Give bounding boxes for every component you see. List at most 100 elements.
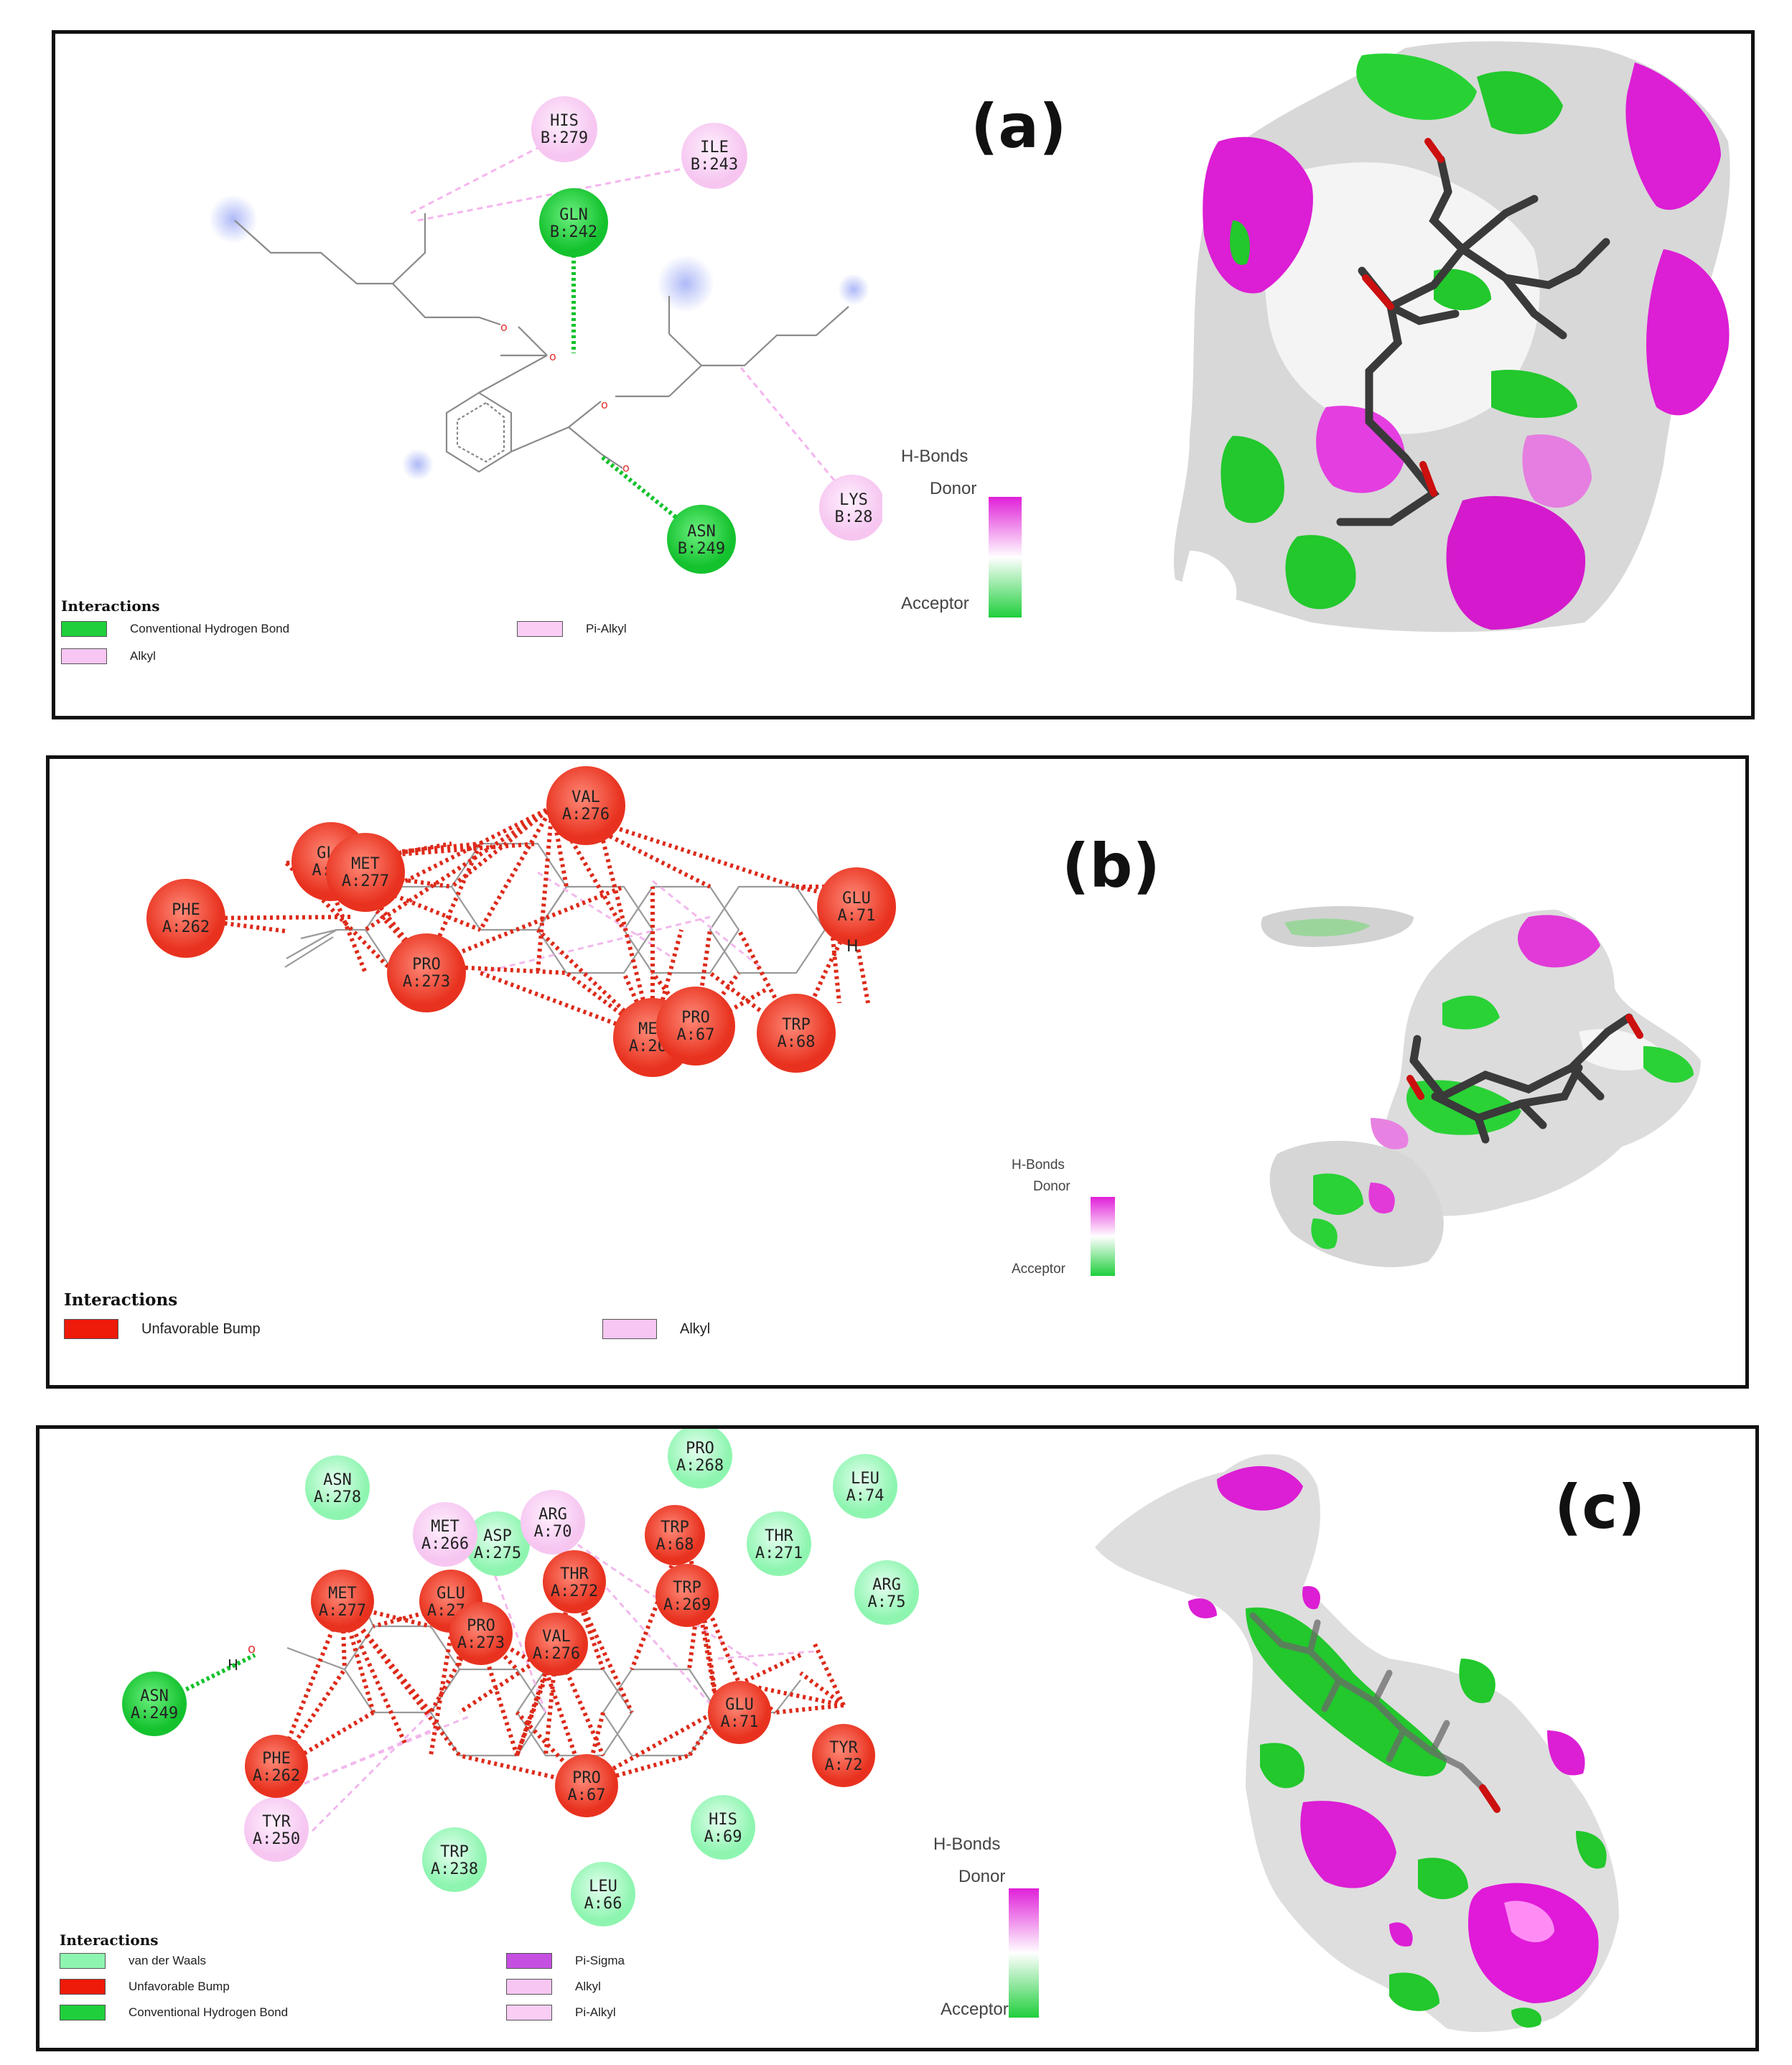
hbond-interactions-a — [571, 255, 692, 531]
svg-text:A:68: A:68 — [778, 1033, 816, 1051]
svg-text:A:75: A:75 — [868, 1593, 906, 1611]
hbond-bar-title: H-Bonds — [933, 1835, 1001, 1854]
svg-text:THR: THR — [560, 1565, 589, 1583]
svg-text:PRO: PRO — [572, 1769, 601, 1787]
svg-text:A:262: A:262 — [162, 918, 210, 936]
alkyl-interactions-a — [410, 134, 846, 494]
svg-text:ASP: ASP — [483, 1527, 512, 1545]
residue-phe-a262-b: PHE A:262 — [146, 879, 225, 958]
svg-text:VAL: VAL — [542, 1628, 571, 1646]
svg-text:TRP: TRP — [440, 1843, 469, 1861]
ligand-skeleton-a — [234, 213, 849, 473]
svg-text:B:28: B:28 — [835, 508, 873, 526]
hbond-bar-title: H-Bonds — [901, 447, 969, 466]
atom-halo — [838, 274, 869, 305]
residue-val-a276-b: VAL A:276 — [546, 766, 625, 845]
svg-text:GLU: GLU — [725, 1696, 754, 1714]
svg-text:A:276: A:276 — [562, 806, 610, 824]
legend-swatch — [60, 2005, 106, 2020]
svg-text:A:69: A:69 — [704, 1828, 742, 1846]
hydrogen-label: H — [846, 938, 859, 956]
atom-halo — [402, 449, 434, 480]
legend-item-pi-alkyl: Pi-Alkyl — [506, 2005, 616, 2020]
legend-swatch — [60, 1979, 106, 1995]
hbond-color-bar — [989, 497, 1022, 617]
hbond-bar-acceptor: Acceptor — [901, 594, 969, 613]
binding-surface-a — [1173, 41, 1730, 633]
svg-text:A:276: A:276 — [533, 1645, 580, 1663]
legend-item-pi-alkyl: Pi-Alkyl — [517, 621, 627, 637]
svg-text:A:68: A:68 — [656, 1536, 694, 1554]
svg-text:ARG: ARG — [538, 1506, 567, 1524]
legend-swatch — [506, 2005, 552, 2020]
legend-swatch — [61, 621, 107, 637]
svg-text:PRO: PRO — [467, 1617, 495, 1635]
svg-text:GLU: GLU — [437, 1585, 465, 1603]
svg-text:TYR: TYR — [262, 1813, 291, 1831]
svg-text:A:71: A:71 — [721, 1713, 759, 1731]
legend-item-alkyl: Alkyl — [602, 1319, 710, 1339]
legend-label: Pi-Sigma — [575, 1954, 625, 1967]
panel-c-label: (c) — [1554, 1472, 1646, 1542]
panel-b-drawing: VAL A:276 GLU A:27 MET A:277 PHE A:262 P… — [146, 766, 1701, 1276]
hbond-bar-acceptor: Acceptor — [1012, 1262, 1065, 1277]
svg-text:TRP: TRP — [782, 1016, 811, 1034]
legend-item-alkyl: Alkyl — [506, 1979, 601, 1995]
panel-b-label: (b) — [1062, 831, 1160, 901]
hbond-bar-donor: Donor — [1033, 1179, 1070, 1194]
residue-gln-b242: GLN B:242 — [539, 188, 608, 257]
svg-text:A:273: A:273 — [403, 973, 450, 991]
residue-glu-a71-b: GLU A:71 — [817, 867, 896, 946]
svg-text:B:279: B:279 — [541, 129, 588, 147]
legend-swatch — [61, 648, 107, 664]
panel-b: VAL A:276 GLU A:27 MET A:277 PHE A:262 P… — [46, 755, 1749, 1389]
svg-text:PHE: PHE — [262, 1750, 291, 1768]
bump-interactions-b — [185, 805, 870, 1040]
svg-text:A:268: A:268 — [676, 1457, 724, 1475]
svg-text:ASN: ASN — [140, 1687, 169, 1705]
svg-text:A:272: A:272 — [551, 1582, 598, 1600]
panel-c: o H — [36, 1425, 1759, 2051]
svg-text:A:273: A:273 — [457, 1634, 505, 1652]
legend-item-vdw: van der Waals — [60, 1953, 206, 1969]
hbond-color-bar — [1009, 1888, 1039, 2018]
svg-text:A:238: A:238 — [431, 1860, 478, 1878]
legend-label: Alkyl — [575, 1980, 601, 1993]
legend-item-unfavorable-bump: Unfavorable Bump — [64, 1319, 261, 1339]
residue-pro-a67-b: PRO A:67 — [656, 987, 735, 1066]
binding-surface-c — [1095, 1454, 1619, 2032]
svg-text:A:70: A:70 — [534, 1523, 572, 1541]
svg-text:HIS: HIS — [709, 1811, 737, 1829]
legend-label: Pi-Alkyl — [575, 2005, 616, 2019]
svg-text:MET: MET — [328, 1585, 357, 1603]
hbond-color-bar — [1091, 1197, 1115, 1276]
svg-text:GLU: GLU — [842, 890, 871, 908]
legend-label: Unfavorable Bump — [129, 1980, 230, 1993]
svg-text:TYR: TYR — [829, 1739, 858, 1757]
legend-item-pi-sigma: Pi-Sigma — [506, 1953, 625, 1969]
residue-lys-b28: LYS B:28 — [819, 475, 882, 541]
svg-text:PRO: PRO — [412, 956, 441, 974]
hbond-bar-donor: Donor — [930, 479, 977, 498]
panel-a: o o o o HIS B:279 ILE B:243 GLN B:242 — [52, 30, 1755, 719]
svg-text:ARG: ARG — [872, 1576, 901, 1594]
legend-label: Alkyl — [680, 1320, 711, 1337]
residue-asn-b249: ASN B:249 — [667, 505, 736, 574]
svg-text:A:66: A:66 — [584, 1895, 622, 1913]
legend-label: Pi-Alkyl — [586, 622, 627, 635]
svg-text:ILE: ILE — [700, 139, 729, 157]
panel-c-drawing: o H — [122, 1429, 1619, 2032]
svg-text:HIS: HIS — [550, 112, 579, 130]
